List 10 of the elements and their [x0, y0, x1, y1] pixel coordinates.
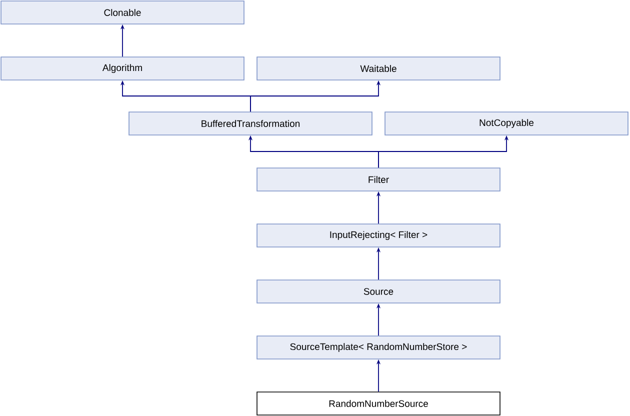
- class-box: BufferedTransformation: [128, 112, 372, 136]
- class-box: SourceTemplate< RandomNumberStore >: [256, 336, 500, 360]
- class-box: Waitable: [256, 56, 500, 80]
- class-box: Filter: [256, 168, 500, 192]
- class-box: Clonable: [0, 0, 244, 24]
- class-box: NotCopyable: [384, 112, 628, 136]
- class-box: Algorithm: [0, 56, 244, 80]
- class-box: RandomNumberSource: [256, 392, 500, 416]
- class-box: InputRejecting< Filter >: [256, 224, 500, 248]
- class-box: Source: [256, 280, 500, 304]
